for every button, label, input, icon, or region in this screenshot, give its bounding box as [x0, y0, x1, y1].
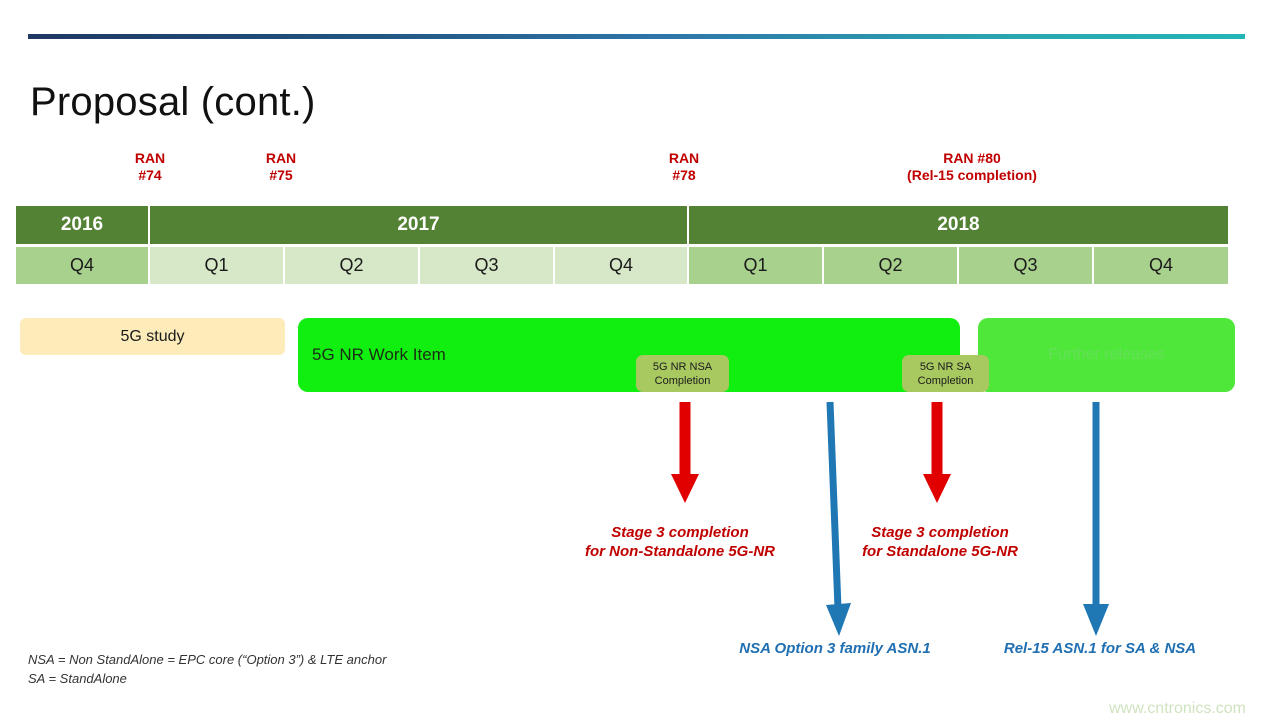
annotation-rel15-asn1: Rel-15 ASN.1 for SA & NSA: [975, 639, 1225, 658]
bar-further-releases-label: Further releases: [1048, 346, 1165, 363]
annotation-stage3-standalone: Stage 3 completion for Standalone 5G-NR: [830, 523, 1050, 561]
blue-arrow-rel15-asn1: [1083, 402, 1109, 636]
annotation-rel15-asn1-line1: Rel-15 ASN.1 for SA & NSA: [1003, 640, 1197, 657]
annotation-nsa-option3-asn1-line1: NSA Option 3 family ASN.1: [739, 640, 931, 657]
blue-arrow-nsa-option3-asn1: [826, 401, 851, 636]
timeline-quarter-2018-q2: Q2: [824, 247, 959, 284]
timeline-year-2018: 2018: [689, 206, 1228, 244]
timeline-quarter-2016-q4: Q4: [16, 247, 150, 284]
milestone-chip-nr-sa-completion: 5G NR SA Completion: [902, 355, 989, 392]
page-title: Proposal (cont.): [30, 80, 316, 124]
annotation-stage3-non-standalone-line2: for Non-Standalone 5G-NR: [585, 543, 775, 560]
ran-marker-74-line1: RAN: [134, 150, 166, 166]
timeline-quarter-2018-q4: Q4: [1094, 247, 1228, 284]
bar-5g-nr-work-item: 5G NR Work Item: [298, 318, 960, 392]
milestone-chip-nr-nsa-line2: Completion: [654, 375, 711, 387]
ran-marker-78: RAN #78: [634, 150, 734, 184]
footnote-legend-line1: NSA = Non StandAlone = EPC core (“Option…: [28, 652, 387, 667]
ran-marker-78-line1: RAN: [668, 150, 700, 166]
annotation-stage3-non-standalone-line1: Stage 3 completion: [611, 524, 749, 541]
ran-marker-75: RAN #75: [231, 150, 331, 184]
annotation-stage3-non-standalone: Stage 3 completion for Non-Standalone 5G…: [560, 523, 800, 561]
bar-5g-nr-work-item-label: 5G NR Work Item: [312, 345, 446, 364]
red-arrow-nsa-stage3: [671, 402, 699, 503]
bar-5g-study: 5G study: [20, 318, 285, 355]
annotation-stage3-standalone-line2: for Standalone 5G-NR: [862, 543, 1018, 560]
bar-further-releases: Further releases: [978, 318, 1235, 392]
timeline-quarter-2017-q1: Q1: [150, 247, 285, 284]
ran-marker-74-line2: #74: [138, 167, 162, 183]
annotation-nsa-option3-asn1: NSA Option 3 family ASN.1: [710, 639, 960, 658]
milestone-chip-nr-nsa-completion: 5G NR NSA Completion: [636, 355, 729, 392]
timeline-quarter-2017-q2: Q2: [285, 247, 420, 284]
ran-marker-75-line2: #75: [269, 167, 293, 183]
footnote-legend: NSA = Non StandAlone = EPC core (“Option…: [28, 650, 386, 688]
timeline-quarter-2017-q4: Q4: [555, 247, 689, 284]
header-accent-rule: [28, 34, 1245, 39]
timeline-year-row: 2016 2017 2018: [16, 206, 1228, 244]
footnote-legend-line2: SA = StandAlone: [28, 671, 127, 686]
ran-marker-80-line1: RAN #80: [943, 150, 1001, 166]
ran-marker-80: RAN #80 (Rel-15 completion): [852, 150, 1092, 184]
bar-5g-study-label: 5G study: [120, 327, 185, 345]
red-arrow-sa-stage3: [923, 402, 951, 503]
milestone-chip-nr-sa-line1: 5G NR SA: [919, 361, 972, 373]
timeline-year-2016: 2016: [16, 206, 150, 244]
timeline-quarter-2018-q3: Q3: [959, 247, 1094, 284]
timeline-quarter-2017-q3: Q3: [420, 247, 555, 284]
timeline-quarter-row: Q4 Q1 Q2 Q3 Q4 Q1 Q2 Q3 Q4: [16, 247, 1228, 284]
milestone-chip-nr-nsa-line1: 5G NR NSA: [652, 361, 713, 373]
timeline-year-2017: 2017: [150, 206, 689, 244]
timeline-quarter-2018-q1: Q1: [689, 247, 824, 284]
ran-marker-80-line2: (Rel-15 completion): [907, 167, 1037, 183]
ran-marker-74: RAN #74: [100, 150, 200, 184]
watermark: www.cntronics.com: [1109, 700, 1246, 717]
annotation-stage3-standalone-line1: Stage 3 completion: [871, 524, 1009, 541]
ran-marker-75-line1: RAN: [265, 150, 297, 166]
milestone-chip-nr-sa-line2: Completion: [917, 375, 974, 387]
ran-marker-78-line2: #78: [672, 167, 696, 183]
